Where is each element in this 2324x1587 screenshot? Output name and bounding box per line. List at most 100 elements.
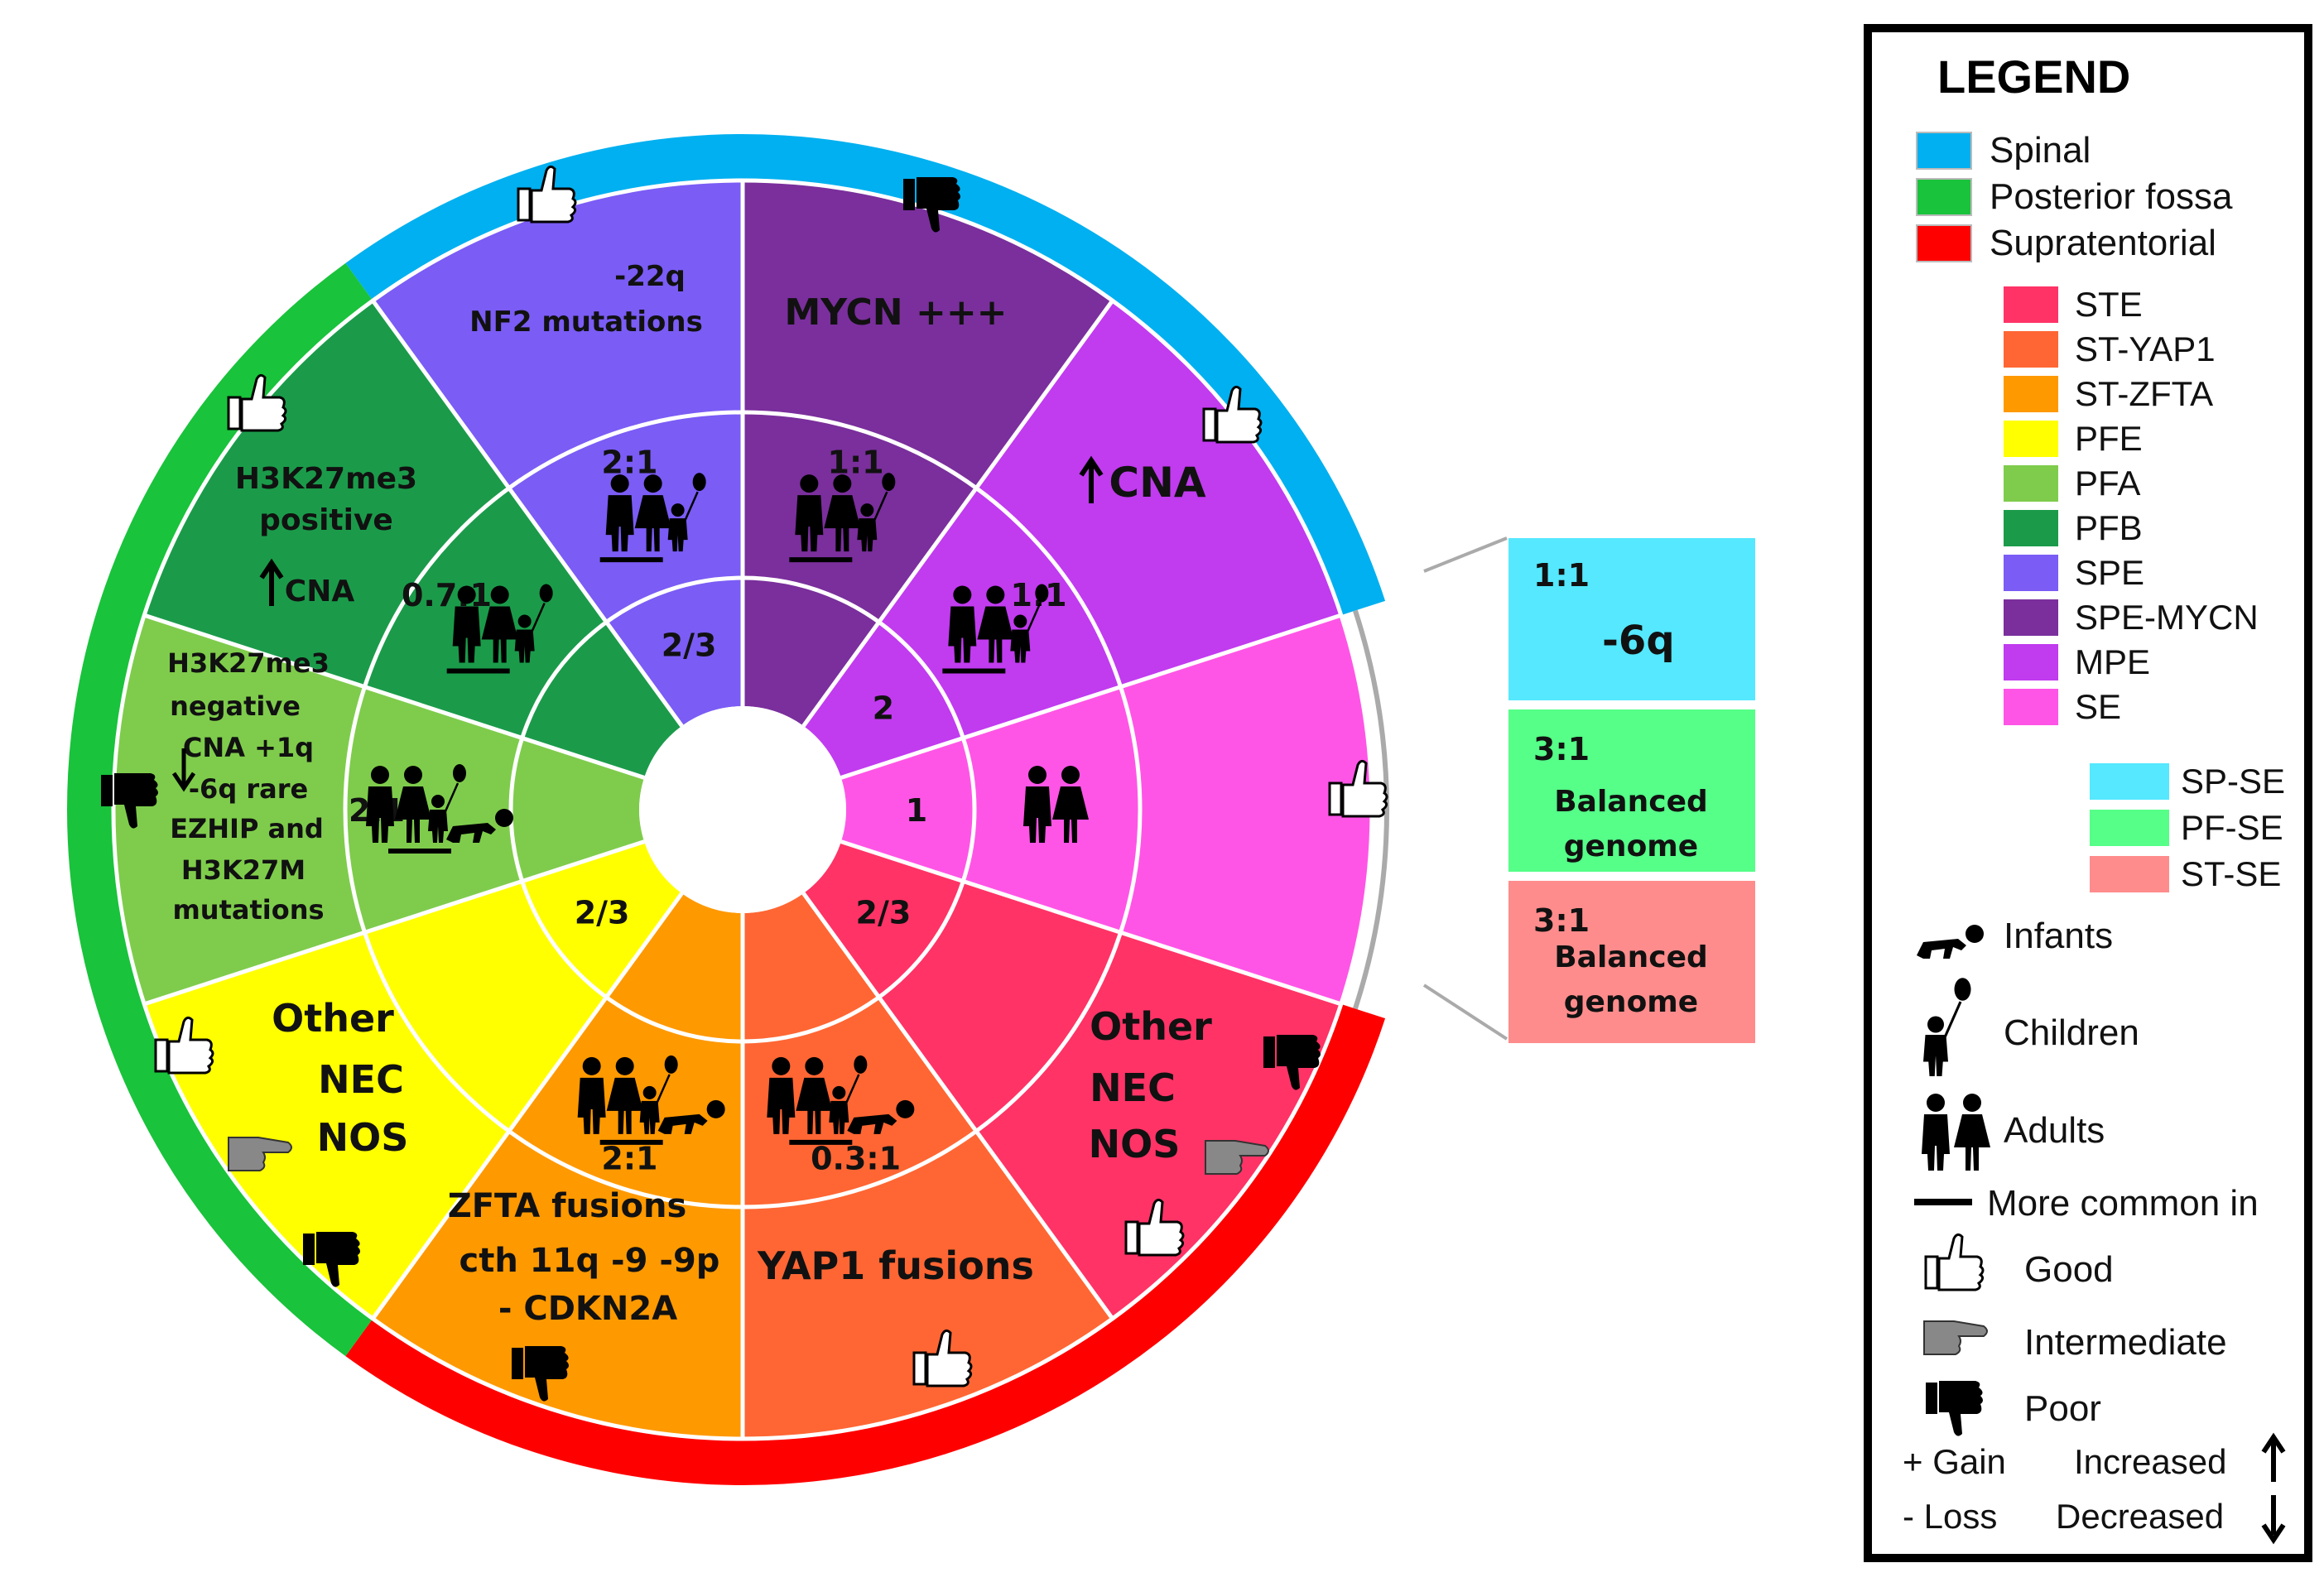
- legend: LEGEND Spinal Posterior fossa Supratento…: [1864, 24, 2312, 1562]
- svg-text:Decreased: Decreased: [2056, 1497, 2224, 1536]
- legend-swatch: [2004, 510, 2058, 546]
- svg-text:-6q: -6q: [1602, 618, 1675, 664]
- sector-spe: [373, 180, 743, 726]
- svg-text:Balanced: Balanced: [1554, 785, 1708, 819]
- legend-label: ST-ZFTA: [2075, 374, 2213, 413]
- sector-text: NEC: [318, 1057, 404, 1102]
- sector-text: H3K27me3: [235, 462, 417, 496]
- svg-text:+ Gain: + Gain: [1903, 1442, 2006, 1481]
- sector-text: NOS: [1089, 1122, 1181, 1166]
- legend-swatch: [2004, 331, 2058, 368]
- sector-text: MYCN +++: [784, 291, 1007, 334]
- age-icons: [599, 471, 707, 563]
- legend-label: SP-SE: [2181, 762, 2285, 801]
- svg-text:Good: Good: [2024, 1249, 2114, 1290]
- sector-text: negative: [170, 690, 301, 722]
- sector-text: EZHIP and: [170, 813, 324, 844]
- sector-spe-mycn: [743, 180, 1113, 726]
- legend-poor: Poor: [1926, 1381, 2101, 1436]
- svg-text:3:1: 3:1: [1533, 731, 1590, 767]
- sector-text: cth 11q -9 -9p: [460, 1242, 720, 1280]
- sector-text: NF2 mutations: [469, 305, 703, 339]
- legend-title: LEGEND: [1937, 50, 2130, 103]
- sector-text: ZFTA fusions: [448, 1187, 687, 1225]
- legend-swatch: [2004, 599, 2058, 636]
- sector-text: mutations: [172, 894, 324, 926]
- sector-text: Other: [1090, 1004, 1212, 1049]
- legend-label: SPE-MYCN: [2075, 598, 2259, 637]
- sector-text: NEC: [1090, 1065, 1176, 1110]
- svg-text:Intermediate: Intermediate: [2024, 1322, 2227, 1363]
- connector-top: [1423, 536, 1508, 573]
- decreased-arrow-icon: [171, 748, 196, 792]
- legend-swatch: [2004, 376, 2058, 412]
- inner-ring-value: 2/3: [575, 894, 630, 931]
- inner-ring-value: 2: [873, 690, 894, 727]
- sex-ratio: 2:1: [601, 445, 657, 481]
- se-box-spinal: 1:1 -6q: [1508, 538, 1755, 700]
- legend-label: SE: [2075, 687, 2121, 726]
- center-hole: [639, 706, 846, 913]
- sector-text: -6q rare: [189, 773, 308, 805]
- sector-text: NOS: [317, 1115, 409, 1160]
- svg-text:genome: genome: [1564, 985, 1698, 1019]
- connector-bottom: [1422, 983, 1508, 1041]
- sector-text: CNA +1q: [183, 732, 314, 763]
- increased-arrow-icon: [259, 558, 284, 606]
- sex-ratio: 1:1: [828, 445, 884, 481]
- posterior-fossa-arc: [67, 262, 374, 1357]
- legend-locations: Spinal Posterior fossa Supratentorial: [1916, 130, 2233, 263]
- svg-text:Posterior fossa: Posterior fossa: [1990, 176, 2233, 217]
- increased-arrow-icon: [1079, 455, 1104, 503]
- legend-se-types: SP-SE PF-SE ST-SE: [2090, 762, 2285, 893]
- sector-se: [840, 615, 1372, 1004]
- sector-text: CNA: [285, 575, 355, 608]
- age-icons: [767, 1054, 915, 1145]
- legend-label: SPE: [2075, 553, 2144, 592]
- sector-text: positive: [259, 503, 393, 537]
- legend-subtypes: STEST-YAP1ST-ZFTAPFEPFAPFBSPESPE-MYCNMPE…: [2004, 285, 2259, 726]
- svg-text:3:1: 3:1: [1533, 902, 1590, 939]
- svg-text:- Loss: - Loss: [1903, 1497, 1997, 1536]
- legend-swatch: [2090, 856, 2169, 892]
- svg-text:More common in: More common in: [1987, 1183, 2259, 1224]
- age-icons: [789, 471, 897, 563]
- svg-text:Spinal: Spinal: [1990, 130, 2091, 171]
- sector-text: YAP1 fusions: [757, 1243, 1034, 1288]
- legend-label: STE: [2075, 285, 2143, 324]
- legend-swatch: [2004, 644, 2058, 680]
- inner-ring-value: 2/3: [856, 894, 912, 931]
- legend-swatch: [2090, 763, 2169, 800]
- age-icons: [446, 583, 554, 674]
- increased-arrow-icon: [2261, 1432, 2286, 1482]
- sector-st-yap1: [743, 893, 1113, 1439]
- sex-ratio: 2:1: [601, 1140, 657, 1176]
- sector-text: H3K27M: [181, 854, 306, 886]
- age-icons: [577, 1054, 725, 1145]
- se-box-supratentorial: 3:1 Balanced genome: [1508, 881, 1755, 1043]
- svg-text:genome: genome: [1564, 830, 1698, 863]
- legend-label: PF-SE: [2181, 808, 2283, 847]
- sector-text: Other: [272, 996, 394, 1041]
- legend-label: ST-SE: [2181, 854, 2281, 893]
- svg-text:Supratentorial: Supratentorial: [1990, 223, 2216, 263]
- legend-more-common: More common in: [1914, 1183, 2259, 1224]
- svg-text:Increased: Increased: [2074, 1442, 2226, 1481]
- legend-label: PFE: [2075, 419, 2143, 458]
- svg-text:1:1: 1:1: [1533, 557, 1590, 594]
- legend-label: MPE: [2075, 642, 2150, 681]
- svg-text:Balanced: Balanced: [1554, 940, 1708, 974]
- legend-infants: Infants: [1917, 916, 2113, 959]
- svg-text:Adults: Adults: [2004, 1110, 2105, 1151]
- se-arc: [1353, 609, 1389, 1010]
- legend-label: PFA: [2075, 464, 2140, 503]
- legend-swatch: [2004, 421, 2058, 457]
- legend-swatch: [2090, 810, 2169, 846]
- age-icons: [942, 583, 1050, 674]
- legend-symbols: + Gain - Loss Increased Decreased: [1903, 1432, 2286, 1545]
- supratentorial-arc: [345, 1003, 1386, 1485]
- age-icons: [366, 762, 513, 854]
- legend-children: Children: [1922, 976, 2139, 1078]
- legend-good: Good: [1924, 1233, 2114, 1291]
